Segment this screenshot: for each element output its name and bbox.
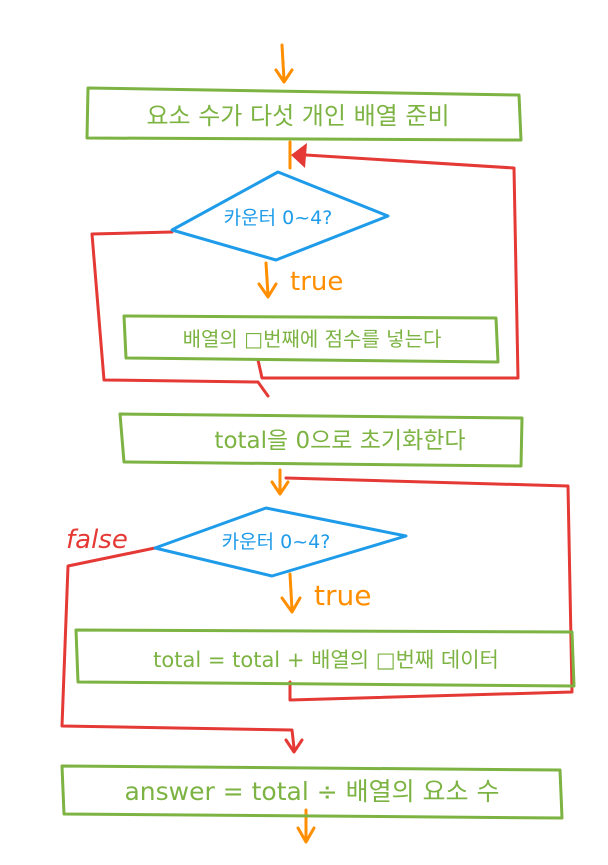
loop1-back-edge [256, 153, 520, 380]
init-to-loop2-arrow [270, 468, 290, 496]
loop1-condition-label: 카운터 0~4? [224, 207, 333, 229]
loop2-condition-diamond [153, 506, 408, 578]
loop2-false-label: false [66, 525, 128, 555]
loop2-condition-label: 카운터 0~4? [222, 531, 331, 553]
init-total-label: total을 0으로 초기화한다 [214, 428, 465, 454]
loop1-body-box [122, 314, 500, 364]
answer-box [60, 764, 564, 820]
prepare-array-label: 요소 수가 다섯 개인 배열 준비 [146, 102, 449, 130]
loop1-true-label: true [290, 267, 343, 297]
loop1-return-arrowhead [291, 143, 307, 168]
loop1-true-arrow [257, 261, 278, 299]
prepare-array-box [85, 86, 523, 142]
loop2-true-label: true [314, 579, 371, 612]
answer-label: answer = total ÷ 배열의 요소 수 [124, 777, 499, 806]
loop2-back-edge [284, 476, 574, 702]
loop1-body-label: 배열의 □번째에 점수를 넣는다 [183, 327, 442, 351]
loop2-true-arrow [280, 572, 302, 614]
loop2-exit-edge [60, 546, 304, 754]
loop2-body-label: total = total + 배열의 □번째 데이터 [153, 648, 499, 672]
init-total-box [118, 412, 524, 468]
entry-arrow [274, 43, 294, 84]
loop1-condition-diamond [170, 170, 390, 262]
loop2-body-box [74, 628, 576, 688]
loop1-exit-edge [90, 230, 270, 398]
